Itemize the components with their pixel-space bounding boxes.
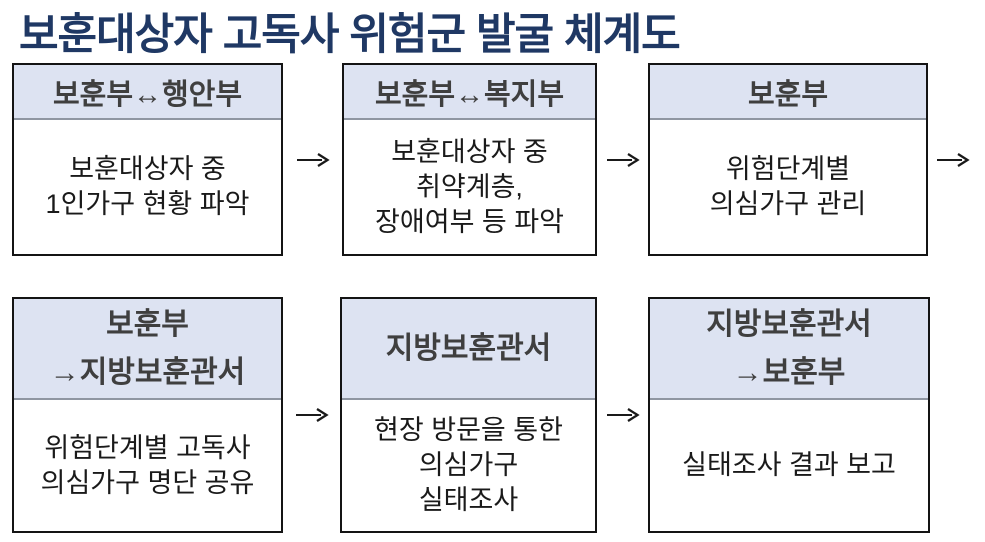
box-body: 위험단계별 의심가구 관리 xyxy=(650,120,926,254)
box-body-line: 의심가구 xyxy=(418,450,519,480)
arrow-cell xyxy=(283,63,342,256)
box-header-line: 보훈부↔복지부 xyxy=(374,78,565,111)
flow-box-bohunbu: 보훈부 위험단계별 의심가구 관리 xyxy=(648,63,928,256)
box-body-line: 위험단계별 고독사 xyxy=(44,432,251,463)
box-body: 보훈대상자 중 취약계층, 장애여부 등 파악 xyxy=(344,120,595,254)
box-header: 지방보훈관서 →보훈부 xyxy=(650,299,928,400)
box-body-line: 보훈대상자 중 xyxy=(69,154,226,184)
box-body-line: 취약계층, xyxy=(416,171,523,202)
arrow-right-icon xyxy=(606,408,640,422)
box-header: 보훈부↔복지부 xyxy=(344,65,595,120)
page-title: 보훈대상자 고독사 위험군 발굴 체계도 xyxy=(19,11,681,59)
box-body-line: 현장 방문을 통한 xyxy=(374,415,563,445)
box-header-line: 보훈부 xyxy=(747,78,829,111)
box-body-line: 실태조사 xyxy=(418,485,519,515)
box-header-line: →지방보훈관서 xyxy=(49,355,246,389)
box-body: 현장 방문을 통한 의심가구 실태조사 xyxy=(342,400,595,531)
box-body-line: 보훈대상자 중 xyxy=(391,136,548,167)
box-header-line: →보훈부 xyxy=(732,355,846,389)
flow-box-jibang-bohun-gwanseo: 지방보훈관서 현장 방문을 통한 의심가구 실태조사 xyxy=(340,297,597,533)
box-body-line: 의심가구 명단 공유 xyxy=(40,467,255,498)
flow-row-2: 보훈부 →지방보훈관서 위험단계별 고독사 의심가구 명단 공유 지방보훈관서 … xyxy=(12,297,930,533)
arrow-cell xyxy=(928,63,977,256)
box-header-line: 지방보훈관서 xyxy=(385,331,552,365)
arrow-right-icon xyxy=(295,408,329,422)
box-body-line: 1인가구 현황 파악 xyxy=(45,189,250,219)
flow-row-1: 보훈부↔행안부 보훈대상자 중 1인가구 현황 파악 보훈부↔복지부 보훈대상자… xyxy=(12,63,977,256)
box-header-line: 보훈부↔행안부 xyxy=(52,78,243,111)
box-body-line: 위험단계별 xyxy=(725,154,851,184)
arrow-right-icon xyxy=(606,152,640,167)
box-header: 보훈부↔행안부 xyxy=(14,65,281,120)
box-body-line: 장애여부 등 파악 xyxy=(375,206,564,237)
flow-box-bohunbu-to-jibang: 보훈부 →지방보훈관서 위험단계별 고독사 의심가구 명단 공유 xyxy=(12,297,283,533)
box-header: 지방보훈관서 xyxy=(342,299,595,400)
box-header: 보훈부 →지방보훈관서 xyxy=(14,299,281,400)
box-header-line: 보훈부 xyxy=(106,307,189,341)
arrow-right-icon xyxy=(936,152,970,167)
box-header: 보훈부 xyxy=(650,65,926,120)
arrow-cell xyxy=(597,63,648,256)
box-body: 실태조사 결과 보고 xyxy=(650,400,928,531)
flow-box-jibang-to-bohunbu: 지방보훈관서 →보훈부 실태조사 결과 보고 xyxy=(648,297,930,533)
arrow-cell xyxy=(597,297,648,533)
flow-box-bohunbu-haenganbu: 보훈부↔행안부 보훈대상자 중 1인가구 현황 파악 xyxy=(12,63,283,256)
arrow-right-icon xyxy=(296,152,330,167)
flow-box-bohunbu-bokjibu: 보훈부↔복지부 보훈대상자 중 취약계층, 장애여부 등 파악 xyxy=(342,63,597,256)
box-header-line: 지방보훈관서 xyxy=(706,307,872,341)
box-body: 보훈대상자 중 1인가구 현황 파악 xyxy=(14,120,281,254)
box-body: 위험단계별 고독사 의심가구 명단 공유 xyxy=(14,400,281,531)
box-body-line: 의심가구 관리 xyxy=(709,189,867,219)
box-body-line: 실태조사 결과 보고 xyxy=(682,450,896,480)
arrow-cell xyxy=(283,297,340,533)
